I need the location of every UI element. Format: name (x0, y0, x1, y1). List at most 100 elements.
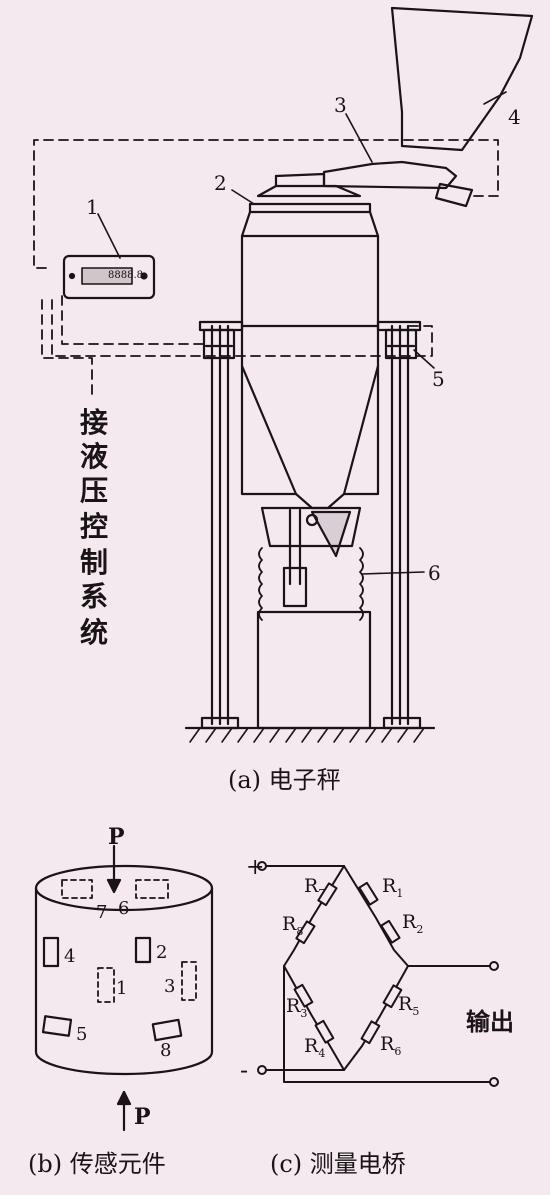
valve-pivot (305, 513, 319, 527)
gauge-1 (97, 967, 115, 1003)
output-terminal-lower (489, 1077, 499, 1087)
resistor-r5 (382, 984, 403, 1009)
caption-a: (a) 电子秤 (228, 766, 341, 794)
callout-6: 6 (428, 561, 441, 585)
label-r3: R3 (286, 995, 307, 1020)
right-bracket (376, 320, 422, 332)
cone-right-edge (342, 364, 380, 496)
bin-flange (248, 202, 372, 214)
minus-sign: - (240, 1056, 248, 1084)
note-char: 制 (80, 546, 108, 579)
leader-4 (483, 91, 507, 105)
gauge-label-7: 7 (96, 902, 107, 923)
gauge-label-1: 1 (116, 978, 127, 999)
leader-3 (345, 113, 373, 163)
resistor-r7 (317, 882, 338, 907)
leader-2 (231, 189, 255, 205)
force-label-top: P (108, 824, 125, 850)
feed-hopper (390, 6, 534, 152)
caption-c: (c) 测量电桥 (270, 1150, 406, 1178)
bellows-left (258, 547, 263, 621)
gauge-4 (42, 936, 60, 968)
bridge-circuit (257, 861, 499, 1087)
base-block (256, 610, 372, 730)
output-label: 输出 (466, 1007, 514, 1036)
label-r6: R6 (380, 1033, 401, 1058)
controller-box (62, 254, 156, 300)
controller-display (81, 267, 133, 285)
force-label-bottom: P (134, 1104, 151, 1130)
gauge-label-3: 3 (164, 976, 175, 997)
dashed-wire-hydraulic (41, 299, 93, 399)
gauge-label-6: 6 (118, 898, 129, 919)
label-r8: R8 (282, 913, 303, 938)
bridge-arm-top-right (343, 865, 409, 967)
left-bracket (198, 320, 244, 332)
force-arrowhead-bottom (116, 1090, 132, 1106)
callout-4: 4 (508, 105, 521, 129)
gauge-6 (135, 879, 169, 899)
sensor-cylinder-drawing (34, 844, 214, 1132)
gauge-2 (134, 936, 152, 964)
callout-2: 2 (214, 171, 227, 195)
discharge-frame (260, 506, 362, 548)
controller-knob (140, 272, 148, 280)
right-leg (390, 324, 410, 726)
output-terminal-upper (489, 961, 499, 971)
note-char: 压 (80, 474, 108, 507)
bellows-right (359, 547, 364, 621)
bin-top-cap (256, 172, 362, 198)
feeder-outlet (434, 182, 474, 208)
force-arrowhead-top (106, 878, 122, 894)
discharge-gate (310, 510, 352, 558)
label-r2: R2 (402, 911, 423, 936)
resistor-labels: R7 R8 R1 R2 R3 R4 R5 R6 (282, 875, 423, 1060)
output-wire-lower (283, 965, 495, 1083)
resistor-r1 (358, 881, 379, 906)
gauge-label-5: 5 (76, 1024, 87, 1045)
cylinder-body (34, 886, 214, 1076)
leader-6 (361, 571, 425, 575)
note-char: 统 (80, 616, 108, 649)
leader-5 (413, 349, 435, 369)
resistor-r3 (293, 983, 314, 1008)
cone-left-edge (240, 364, 298, 496)
controller-readout: 8888.8 (108, 270, 143, 281)
note-char: 接 (80, 406, 108, 439)
resistor-r6 (360, 1020, 381, 1045)
resistor-r8 (295, 920, 316, 945)
valve-cylinder (282, 566, 308, 608)
resistor-r4 (314, 1019, 335, 1044)
resistor-r2 (380, 919, 401, 944)
gauge-7 (61, 879, 93, 899)
bin-shoulder (240, 210, 380, 238)
callout-1: 1 (86, 195, 99, 219)
note-char: 系 (80, 580, 108, 613)
dashed-signal-wire (33, 139, 499, 269)
weigh-bin-body (240, 234, 380, 510)
electronic-scale-drawing (33, 6, 534, 743)
gauge-3 (181, 961, 197, 1001)
gauge-label-8: 8 (160, 1040, 171, 1061)
left-leg (210, 324, 230, 726)
note-char: 控 (80, 510, 108, 543)
gauge-label-4: 4 (64, 946, 75, 967)
gauge-8 (151, 1018, 183, 1042)
label-r7: R7 (304, 875, 325, 900)
valve-rod (288, 508, 302, 586)
gauge-5 (41, 1015, 73, 1037)
label-r1: R1 (382, 875, 403, 900)
gauge-label-2: 2 (156, 942, 167, 963)
dashed-wire-left-sensor (61, 295, 209, 345)
callout-5: 5 (432, 367, 445, 391)
leader-1 (97, 213, 121, 259)
hydraulic-note: 接 液 压 控 制 系 统 (80, 406, 108, 649)
ground-hatching (189, 727, 425, 743)
label-r5: R5 (398, 993, 419, 1018)
right-foot (382, 716, 422, 730)
callout-3: 3 (334, 93, 347, 117)
controller-led (68, 272, 76, 280)
vibrating-feeder (322, 160, 458, 190)
